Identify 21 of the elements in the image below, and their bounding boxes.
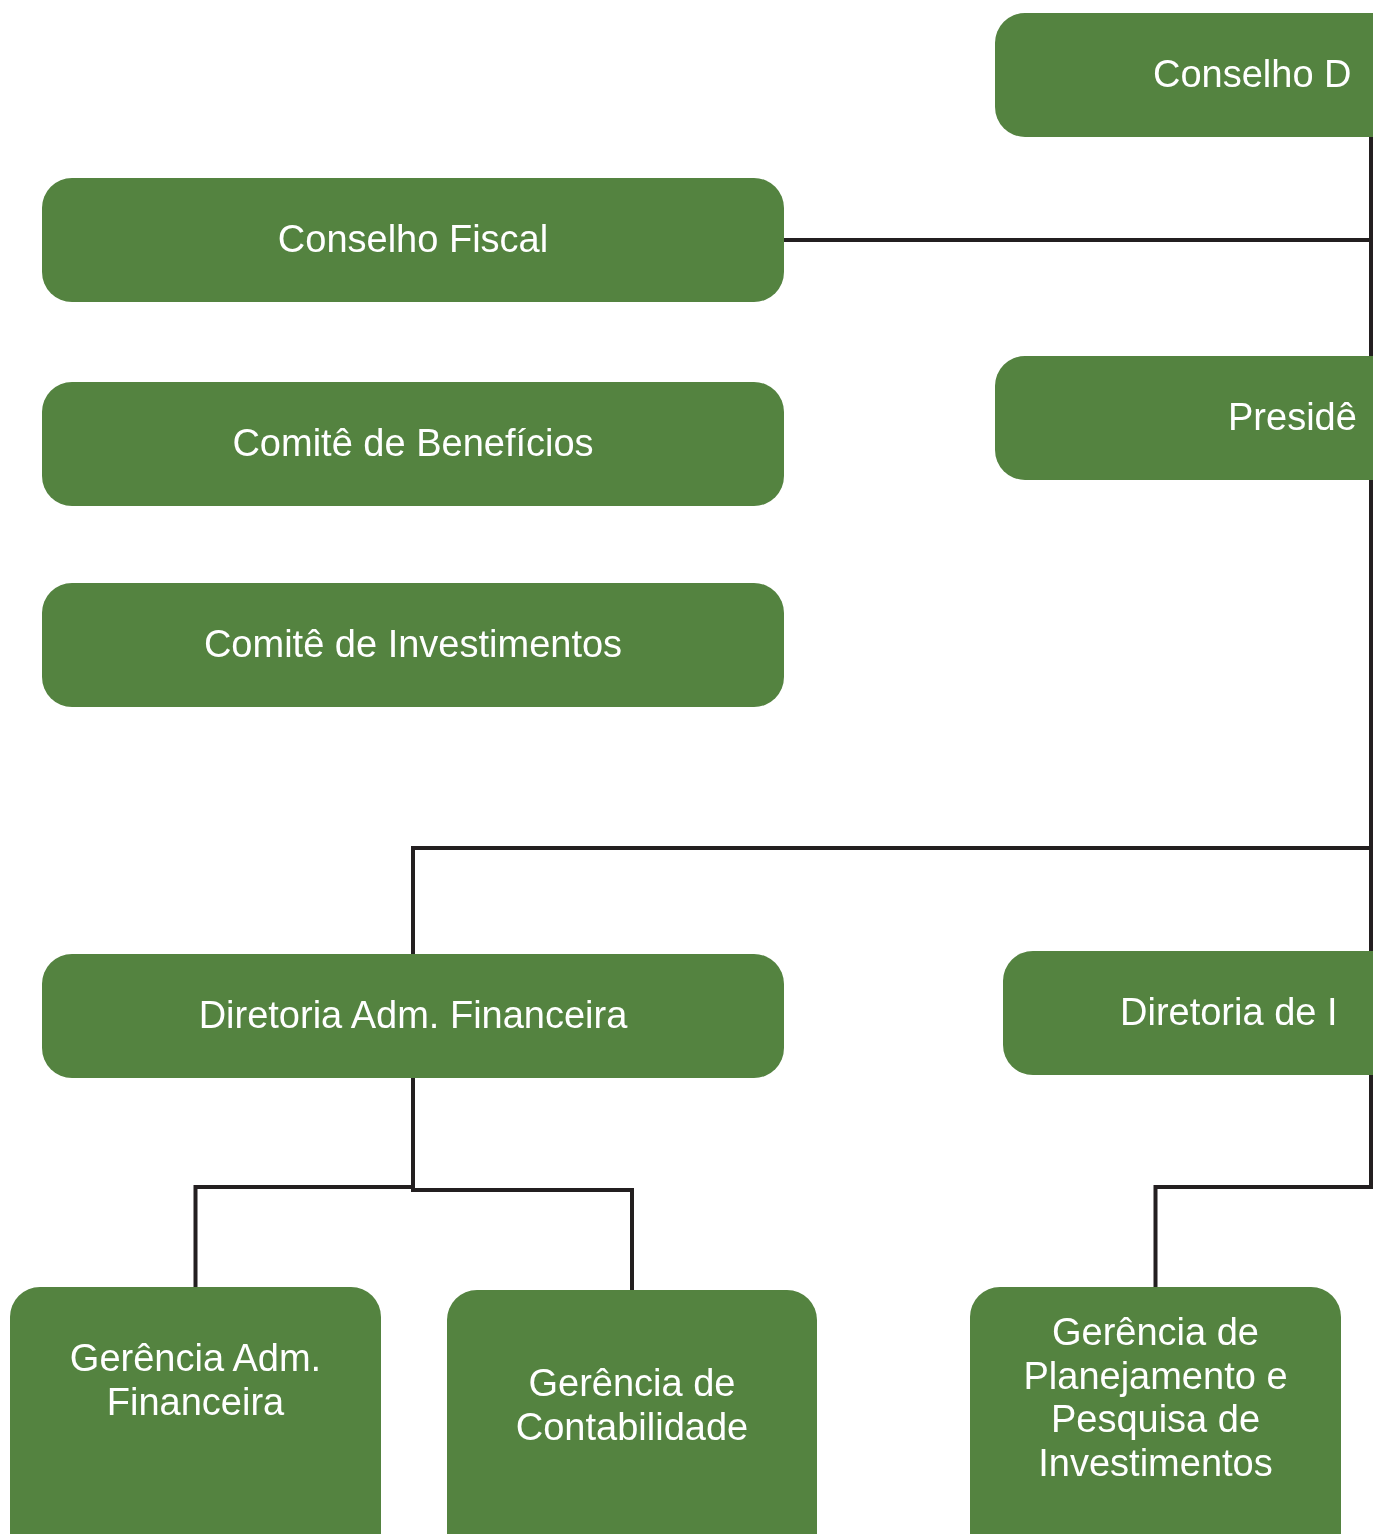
org-unit-box — [42, 382, 784, 506]
unit-name: Conselho D — [1153, 53, 1352, 97]
unit-name: Conselho Fiscal — [277, 218, 549, 262]
unit-name: Gerência de Contabilidade — [514, 1362, 750, 1450]
org-unit-box — [995, 13, 1373, 137]
unit-name: Gerência de Planejamento e Pesquisa de Investimentos — [1022, 1311, 1289, 1486]
org-unit-box — [42, 583, 784, 707]
org-unit-box — [42, 954, 784, 1078]
org-unit-box — [42, 178, 784, 302]
org-unit-box — [970, 1287, 1341, 1534]
unit-name: Comitê de Benefícios — [232, 422, 594, 466]
unit-name: Gerência Adm. Financeira — [68, 1337, 323, 1425]
org-unit-box — [1003, 951, 1373, 1075]
connector-line — [1153, 1075, 1373, 1287]
org-unit-box — [10, 1287, 381, 1534]
unit-name: Comitê de Investimentos — [203, 623, 623, 667]
unit-name: Diretoria Adm. Financeira — [198, 994, 628, 1038]
unit-name: Presidê — [1228, 396, 1357, 440]
unit-name: Diretoria de I — [1120, 991, 1338, 1035]
org-unit-box — [447, 1290, 817, 1534]
org-unit-box — [995, 356, 1373, 480]
